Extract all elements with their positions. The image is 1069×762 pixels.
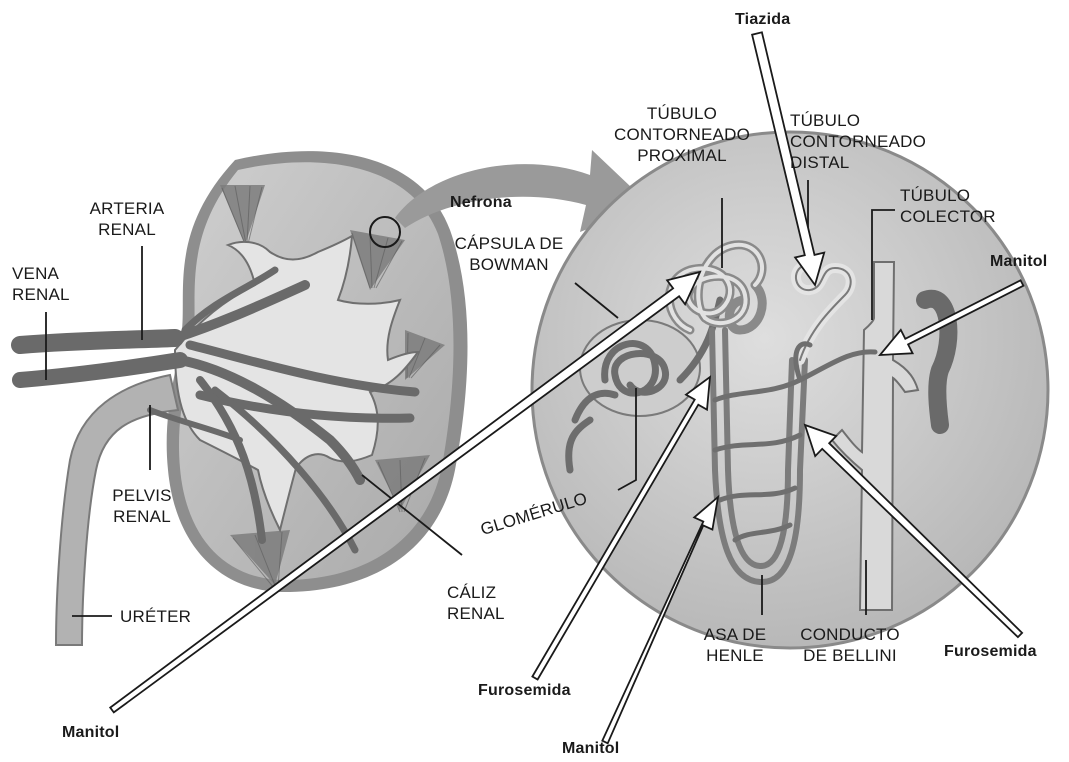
label-tubulo-colector: TÚBULO COLECTOR xyxy=(900,185,1020,227)
label-tubulo-distal: TÚBULO CONTORNEADO DISTAL xyxy=(790,110,960,173)
label-drug-furosemida-left: Furosemida xyxy=(478,680,571,701)
label-asa-henle: ASA DE HENLE xyxy=(690,624,780,666)
label-pelvis-renal: PELVIS RENAL xyxy=(92,485,192,527)
label-nefrona: Nefrona xyxy=(450,192,512,213)
label-conducto-bellini: CONDUCTO DE BELLINI xyxy=(795,624,905,666)
label-drug-manitol-left: Manitol xyxy=(62,722,119,743)
label-caliz-renal: CÁLIZ RENAL xyxy=(447,582,527,624)
bowman-capsule xyxy=(580,320,700,416)
label-vena-renal: VENA RENAL xyxy=(12,263,92,305)
label-tubulo-proximal: TÚBULO CONTORNEADO PROXIMAL xyxy=(598,103,766,166)
label-drug-tiazida: Tiazida xyxy=(735,9,790,30)
label-ureter: URÉTER xyxy=(120,606,191,627)
label-drug-manitol-right: Manitol xyxy=(990,251,1047,272)
label-arteria-renal: ARTERIA RENAL xyxy=(72,198,182,240)
label-drug-manitol-bottom: Manitol xyxy=(562,738,619,759)
label-drug-furosemida-right: Furosemida xyxy=(944,641,1037,662)
label-capsula-bowman: CÁPSULA DE BOWMAN xyxy=(445,233,573,275)
